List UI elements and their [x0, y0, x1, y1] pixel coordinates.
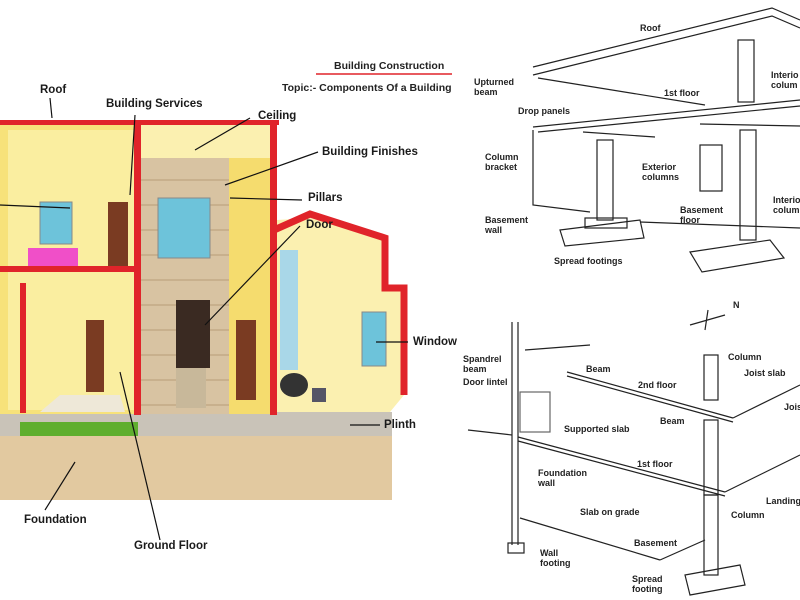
upper-window	[39, 201, 73, 245]
label-basement: Basement	[634, 538, 678, 548]
label-joist: Jois	[784, 402, 800, 412]
label-column-2: Column	[731, 510, 765, 520]
label-2nd-floor: 2nd floor	[638, 380, 677, 390]
label-door-lintel: Door lintel	[463, 377, 508, 387]
label-window: Window	[413, 336, 457, 348]
label-spread-footings: Spread footings	[554, 256, 623, 266]
chart-title: Building Construction	[334, 60, 445, 72]
label-landing: Landing	[766, 496, 800, 506]
label-1st-floor-bottom: 1st floor	[637, 459, 673, 469]
grass	[20, 422, 138, 436]
label-roof-top: Roof	[640, 23, 661, 33]
label-column-1: Column	[728, 352, 762, 362]
tower-window	[157, 197, 211, 259]
label-joist-slab: Joist slab	[744, 368, 786, 378]
label-ceiling: Ceiling	[258, 110, 297, 122]
armchair	[280, 373, 308, 397]
structural-sketch-top	[532, 7, 800, 273]
label-beam-2: Beam	[660, 416, 685, 426]
north-arrow-label: N	[733, 300, 740, 310]
label-building-finishes: Building Finishes	[322, 146, 418, 158]
main-door	[176, 300, 210, 368]
label-plinth: Plinth	[384, 419, 416, 431]
soil	[0, 432, 392, 500]
label-building-services: Building Services	[106, 98, 203, 110]
label-slab-on-grade: Slab on grade	[580, 507, 640, 517]
structural-sketch-bottom	[467, 309, 800, 596]
label-supported-slab: Supported slab	[564, 424, 630, 434]
bed	[28, 248, 78, 266]
lower-door	[86, 320, 104, 392]
label-drop-panels: Drop panels	[518, 106, 571, 116]
label-roof: Roof	[40, 84, 67, 96]
label-1st-floor-top: 1st floor	[664, 88, 700, 98]
label-beam-1: Beam	[586, 364, 611, 374]
label-ground-floor: Ground Floor	[134, 540, 208, 552]
upper-door	[108, 202, 128, 266]
topic-subtitle: Topic:- Components Of a Building	[282, 82, 452, 94]
label-pillars: Pillars	[308, 192, 343, 204]
right-window	[361, 311, 387, 367]
label-door: Door	[306, 219, 333, 231]
label-foundation: Foundation	[24, 514, 87, 526]
